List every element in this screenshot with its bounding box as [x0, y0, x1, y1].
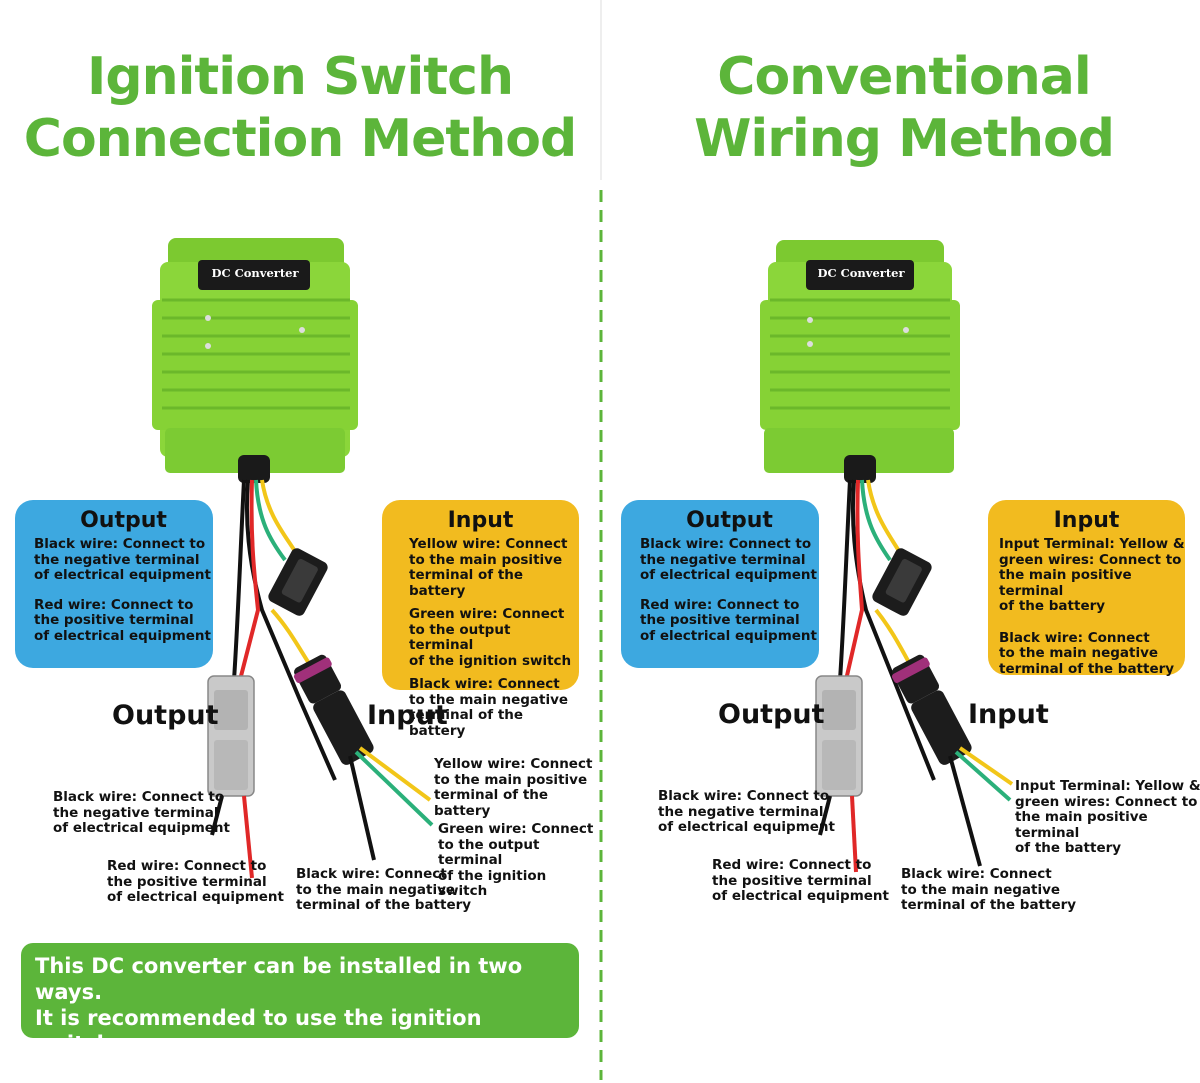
- device-label: DC Converter: [817, 266, 905, 280]
- dc-converter-device-icon: [760, 240, 960, 473]
- input-connector-icon: [293, 654, 374, 765]
- output-info-box: Output Black wire: Connect to the negati…: [621, 500, 819, 668]
- note-green-input: Green wire: Connect to the output termin…: [438, 821, 594, 899]
- input-label: Input: [968, 699, 1049, 730]
- output-label: Output: [718, 699, 825, 730]
- output-connector-icon: [207, 675, 255, 797]
- note-input-terminal: Input Terminal: Yellow & green wires: Co…: [1015, 778, 1200, 856]
- output-box-item: Black wire: Connect to the negative term…: [640, 536, 817, 583]
- device-label: DC Converter: [211, 266, 299, 280]
- input-box-title: Input: [1053, 508, 1120, 533]
- right-title: Conventional Wiring Method: [604, 46, 1200, 170]
- note-black-input: Black wire: Connect to the main negative…: [296, 866, 472, 913]
- output-box-item: Red wire: Connect to the positive termin…: [34, 596, 211, 644]
- output-box-title: Output: [80, 508, 167, 533]
- output-box-title: Output: [686, 508, 773, 533]
- note-red-output: Red wire: Connect to the positive termin…: [107, 858, 284, 905]
- right-title-line1: Conventional: [717, 47, 1091, 107]
- output-label: Output: [112, 700, 219, 731]
- recommendation-banner: This DC converter can be installed in tw…: [21, 943, 579, 1082]
- ignition-switch-panel: Ignition Switch Connection Method: [0, 0, 600, 1082]
- inline-fuse-holder-icon: [872, 548, 932, 616]
- note-red-output: Red wire: Connect to the positive termin…: [712, 857, 889, 904]
- input-info-box: Input Yellow wire: Connect to the main p…: [382, 500, 579, 738]
- input-connector-icon: [891, 654, 972, 765]
- input-label: Input: [367, 700, 448, 731]
- dc-converter-wiring-icon: [152, 238, 434, 879]
- conventional-wiring-panel: Conventional Wiring Method: [604, 0, 1200, 1080]
- input-box-item: Input Terminal: Yellow & green wires: Co…: [999, 536, 1185, 614]
- note-black-output: Black wire: Connect to the negative term…: [658, 788, 835, 835]
- output-box-item: Black wire: Connect to the negative term…: [34, 536, 211, 583]
- left-title: Ignition Switch Connection Method: [0, 46, 600, 170]
- inline-fuse-holder-icon: [268, 548, 328, 616]
- input-box-item: Green wire: Connect to the output termin…: [409, 606, 572, 669]
- dc-converter-wiring-icon: [760, 240, 1014, 873]
- right-title-line2: Wiring Method: [694, 109, 1115, 169]
- left-title-line1: Ignition Switch: [87, 47, 514, 107]
- note-yellow-input: Yellow wire: Connect to the main positiv…: [434, 756, 593, 819]
- input-box-title: Input: [447, 508, 514, 533]
- left-title-line2: Connection Method: [23, 109, 577, 169]
- output-box-item: Red wire: Connect to the positive termin…: [640, 596, 817, 644]
- input-box-item: Black wire: Connect to the main negative…: [999, 629, 1175, 677]
- output-connector-icon: [815, 675, 863, 797]
- dc-converter-device-icon: [152, 238, 358, 473]
- panel-divider: [599, 0, 603, 1080]
- output-info-box: Output Black wire: Connect to the negati…: [15, 500, 213, 668]
- note-black-input: Black wire: Connect to the main negative…: [901, 866, 1077, 913]
- input-box-item: Black wire: Connect to the main negative…: [409, 676, 569, 739]
- input-info-box: Input Input Terminal: Yellow & green wir…: [988, 500, 1185, 677]
- note-black-output: Black wire: Connect to the negative term…: [53, 789, 230, 836]
- input-box-item: Yellow wire: Connect to the main positiv…: [409, 536, 568, 599]
